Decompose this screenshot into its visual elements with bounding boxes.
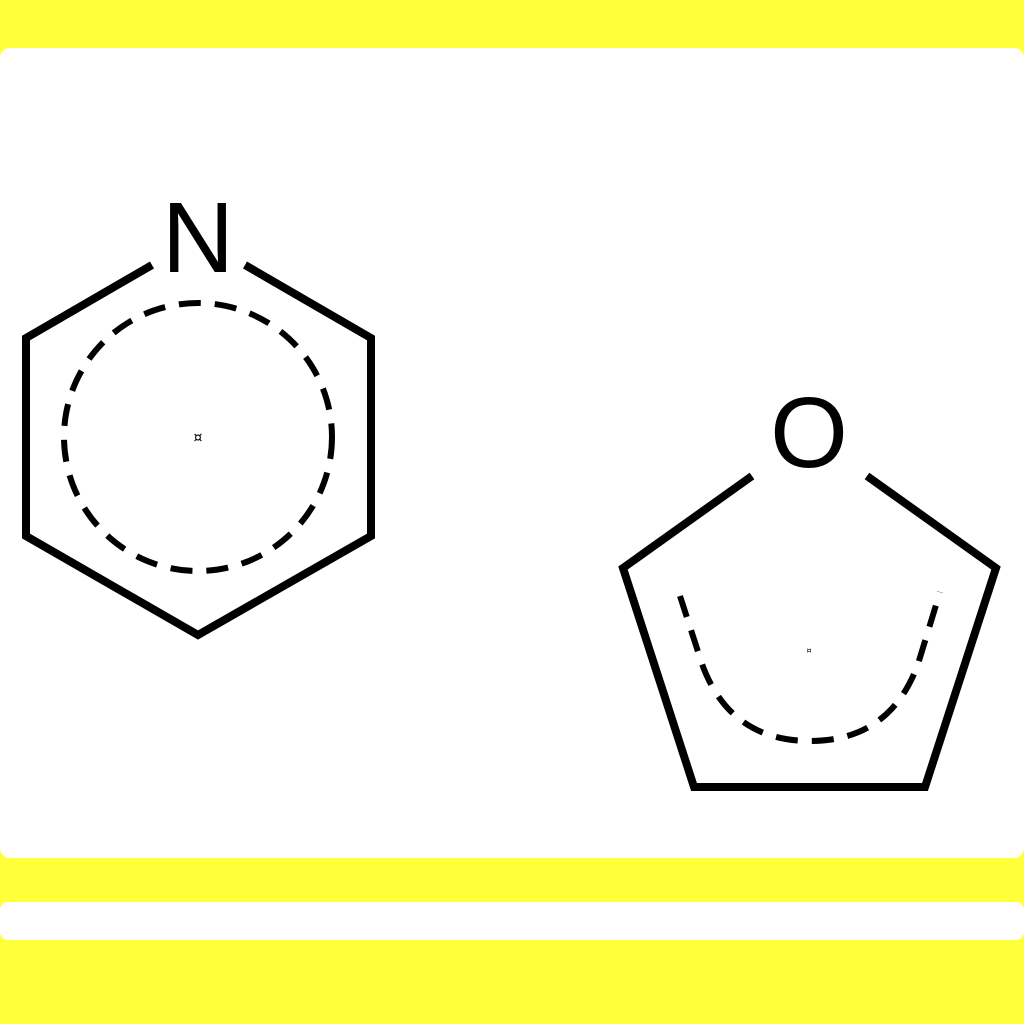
- pyridine-aromatic-circle: [61, 300, 335, 574]
- pyridine-center-marker: ¤: [194, 430, 203, 446]
- furan-ring-bonds: [618, 472, 1001, 791]
- furan-structure: O ¤: [618, 377, 1001, 791]
- drawing-panel: [0, 48, 1024, 858]
- bottom-strip: [0, 902, 1024, 940]
- pyridine-ring-bonds: [22, 261, 375, 640]
- pyridine-nitrogen-label: N: [162, 182, 234, 294]
- furan-center-marker: ¤: [806, 646, 811, 655]
- pyridine-structure: N ¤: [22, 182, 375, 640]
- furan-oxygen-label: O: [770, 377, 848, 489]
- furan-aromatic-arc: [677, 591, 943, 745]
